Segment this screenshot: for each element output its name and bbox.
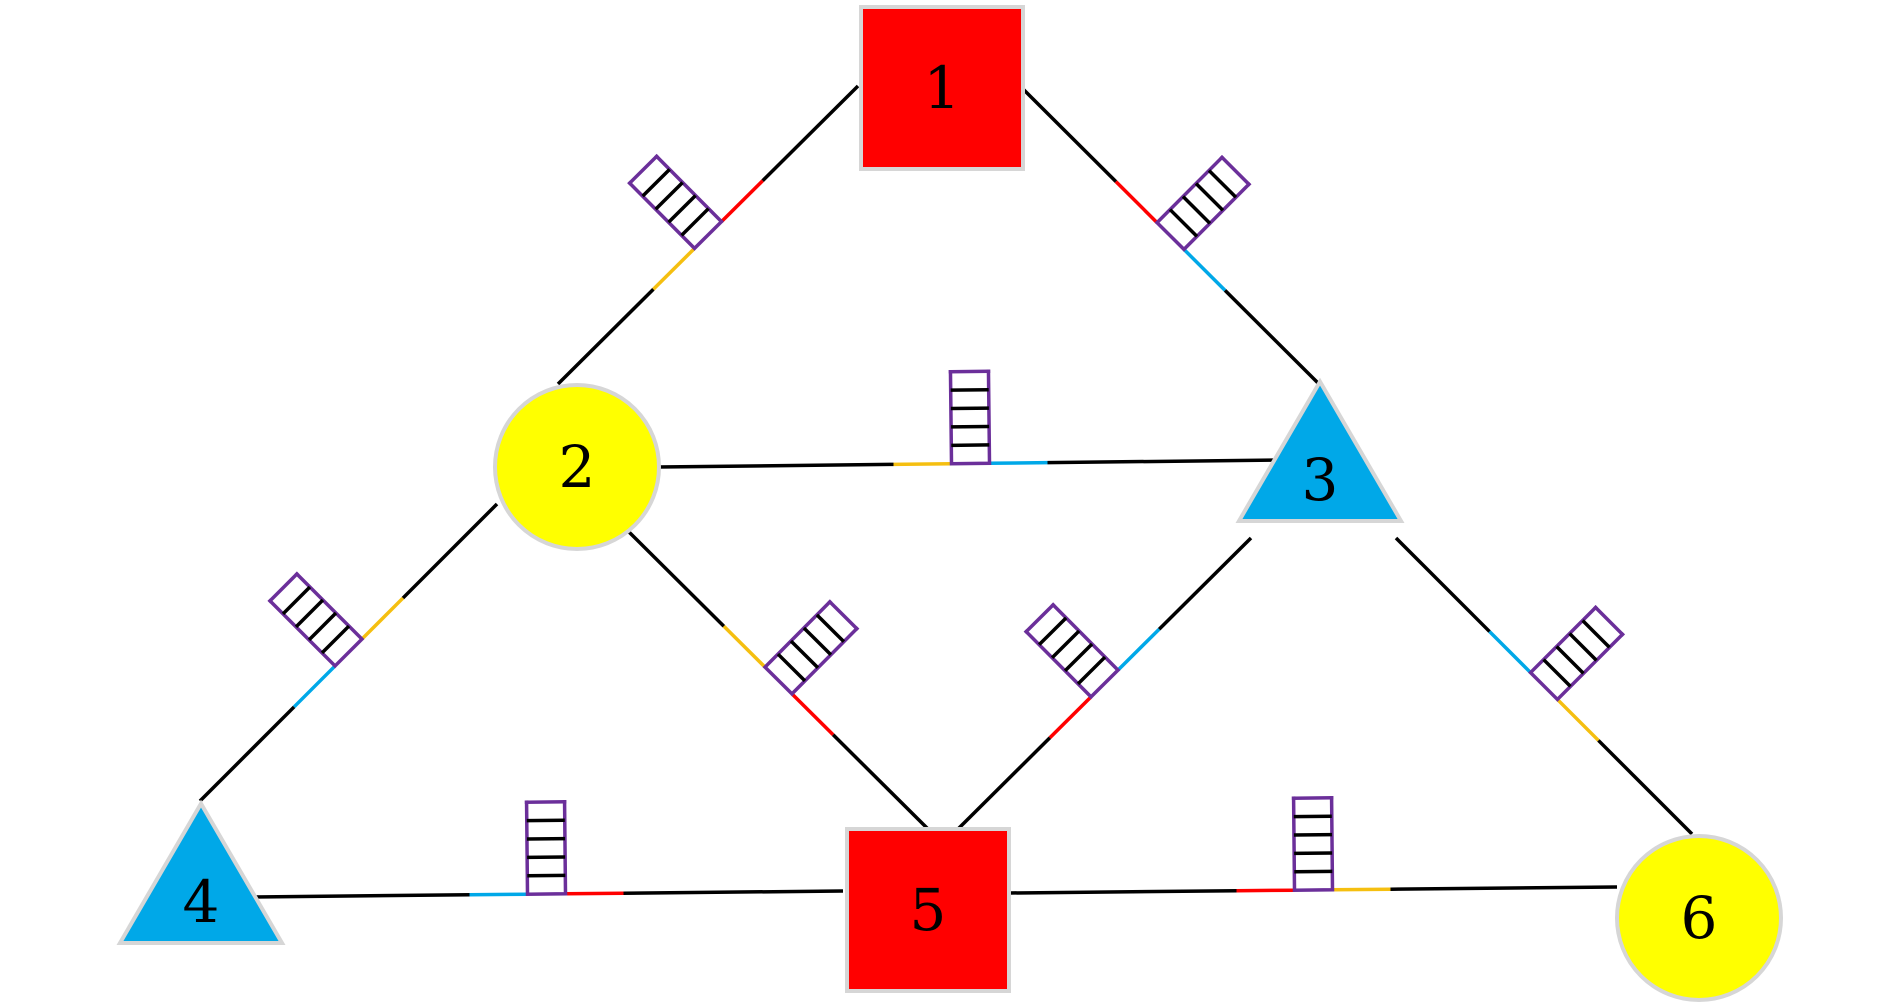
- node-2: 2: [493, 383, 661, 551]
- ladder-icon: [1291, 796, 1335, 892]
- edge-segment-yellow: [652, 247, 696, 291]
- edge-line-start: [401, 502, 499, 600]
- edge-segment-yellow: [360, 596, 405, 641]
- node-label: 3: [1302, 446, 1339, 514]
- ladder-icon: [1023, 602, 1121, 700]
- node-label: 1: [924, 54, 961, 122]
- edge-1-3: [1020, 86, 1321, 386]
- edge-segment-blue: [469, 892, 528, 897]
- edge-line-end: [198, 705, 296, 803]
- edge-segment-blue: [292, 664, 337, 709]
- edge-4-5: [249, 800, 844, 899]
- ladder-icon: [524, 800, 568, 896]
- edge-line-end: [956, 736, 1052, 831]
- ladder-icon: [267, 571, 365, 669]
- edge-segment-yellow: [893, 461, 952, 467]
- square-shape: [845, 827, 1011, 993]
- edge-line-start: [627, 530, 726, 628]
- node-6: 6: [1615, 834, 1783, 1002]
- node-3: 3: [1235, 377, 1405, 523]
- ladder-icon: [762, 599, 860, 697]
- node-1: 1: [859, 5, 1025, 171]
- edge-line-start: [1020, 86, 1118, 183]
- edge-line-start: [1009, 889, 1237, 895]
- ladder-icon: [948, 369, 992, 466]
- edges-layer: [198, 84, 1694, 899]
- edge-3-5: [956, 536, 1253, 831]
- edge-5-6: [1009, 796, 1618, 895]
- edge-segment-blue: [989, 460, 1048, 466]
- edge-segment-red: [1048, 695, 1093, 740]
- edge-segment-blue: [1182, 248, 1227, 292]
- triangle-shape: [1235, 377, 1405, 523]
- square-shape: [859, 5, 1025, 171]
- edge-segment-red: [1236, 888, 1295, 893]
- edge-line-start: [761, 84, 860, 182]
- node-4: 4: [116, 799, 286, 945]
- circle-shape: [493, 383, 661, 551]
- edge-segment-yellow: [722, 624, 767, 669]
- ladder-icon: [1154, 154, 1252, 252]
- edge-2-4: [198, 502, 499, 803]
- node-label: 2: [559, 433, 596, 501]
- node-label: 4: [183, 868, 220, 936]
- edge-line-end: [1223, 289, 1321, 386]
- edge-segment-red: [720, 179, 764, 223]
- edge-line-end: [831, 733, 930, 831]
- edge-line-end: [1597, 739, 1694, 836]
- edge-line-start: [1157, 536, 1253, 631]
- edge-line-end: [623, 889, 844, 895]
- node-5: 5: [845, 827, 1011, 993]
- triangle-shape: [116, 799, 286, 945]
- edge-line-end: [1390, 885, 1618, 891]
- edge-2-5: [627, 530, 930, 831]
- edge-line-start: [1394, 536, 1491, 633]
- edge-segment-blue: [1116, 627, 1161, 672]
- edge-1-2: [556, 84, 860, 386]
- edge-segment-yellow: [1332, 887, 1391, 892]
- nodes-layer: 1 2 3 4 5 6: [116, 5, 1783, 1002]
- edge-segment-red: [565, 891, 624, 896]
- edge-segment-red: [1114, 180, 1159, 224]
- edge-line-end: [556, 288, 655, 386]
- edge-3-6: [1394, 536, 1694, 836]
- edge-2-3: [657, 369, 1284, 469]
- node-label: 5: [910, 876, 947, 944]
- edge-line-start: [249, 893, 470, 899]
- edge-segment-yellow: [1556, 698, 1600, 742]
- edge-segment-blue: [1488, 630, 1532, 674]
- circle-shape: [1615, 834, 1783, 1002]
- edge-line-end: [1047, 458, 1284, 465]
- ladder-icon: [1528, 605, 1625, 702]
- edge-line-start: [657, 462, 894, 469]
- edge-segment-red: [790, 692, 835, 737]
- node-label: 6: [1681, 884, 1718, 952]
- ladder-icon: [627, 153, 724, 251]
